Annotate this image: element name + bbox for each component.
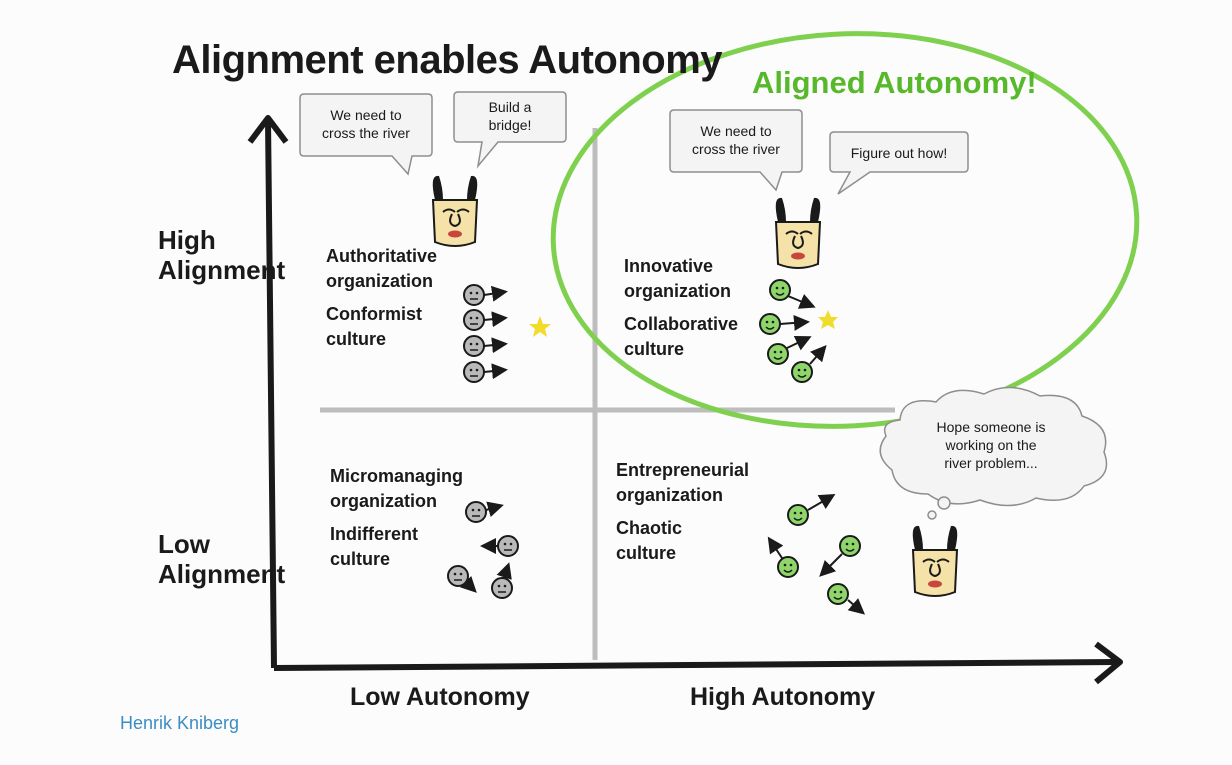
speech-bubble-shape (829, 131, 969, 195)
entrepreneurial-org-label: Entrepreneurial organization (616, 460, 750, 506)
thought-cloud-shape (879, 386, 1108, 507)
goal-star-icon (818, 310, 838, 329)
collaborative-team (759, 279, 827, 383)
speech-bubble-text: We need to cross the river (692, 123, 780, 158)
speech-bubble-shape (453, 91, 567, 169)
x-axis-low-label: Low Autonomy (350, 683, 530, 711)
speech-bubble-text: Figure out how! (850, 145, 948, 161)
speech-bubble-shape (299, 93, 433, 176)
y-axis-low-label: Low Alignment (158, 529, 286, 589)
y-axis (265, 119, 277, 669)
aligned-autonomy-label: Aligned Autonomy! (752, 65, 1037, 100)
speech-bubble-shape (669, 109, 803, 192)
boss-figure (431, 174, 479, 247)
speech-bubble-text: Build a bridge! (488, 99, 532, 134)
indifferent-team (447, 501, 519, 599)
boss-figure (911, 524, 959, 597)
chaotic-culture-label: Chaotic culture (616, 518, 683, 564)
conformist-team (463, 284, 508, 383)
conformist-culture-label: Conformist culture (326, 304, 422, 350)
chaotic-team (767, 493, 866, 615)
collaborative-culture-label: Collaborative culture (624, 314, 739, 360)
x-axis (273, 659, 1117, 671)
thought-cloud-text: Hope someone is working on the river pro… (936, 419, 1046, 472)
micromanaging-org-label: Micromanaging organization (330, 466, 464, 512)
boss-figure (774, 196, 822, 269)
speech-bubble-text: We need to cross the river (322, 107, 410, 142)
diagram-title: Alignment enables Autonomy (172, 38, 723, 82)
aligned-autonomy-ellipse (550, 31, 1140, 429)
y-axis-high-label: High Alignment (158, 225, 286, 285)
thought-dot (937, 496, 951, 510)
author-credit: Henrik Kniberg (120, 713, 240, 733)
y-axis-arrowhead (247, 115, 289, 144)
x-axis-arrowhead (1094, 641, 1123, 685)
x-axis-high-label: High Autonomy (690, 683, 876, 711)
thought-dot (927, 510, 937, 520)
indifferent-culture-label: Indifferent culture (330, 524, 418, 570)
innovative-org-label: Innovative organization (624, 256, 731, 302)
goal-star-icon (529, 316, 551, 337)
authoritative-org-label: Authoritative organization (326, 246, 438, 292)
